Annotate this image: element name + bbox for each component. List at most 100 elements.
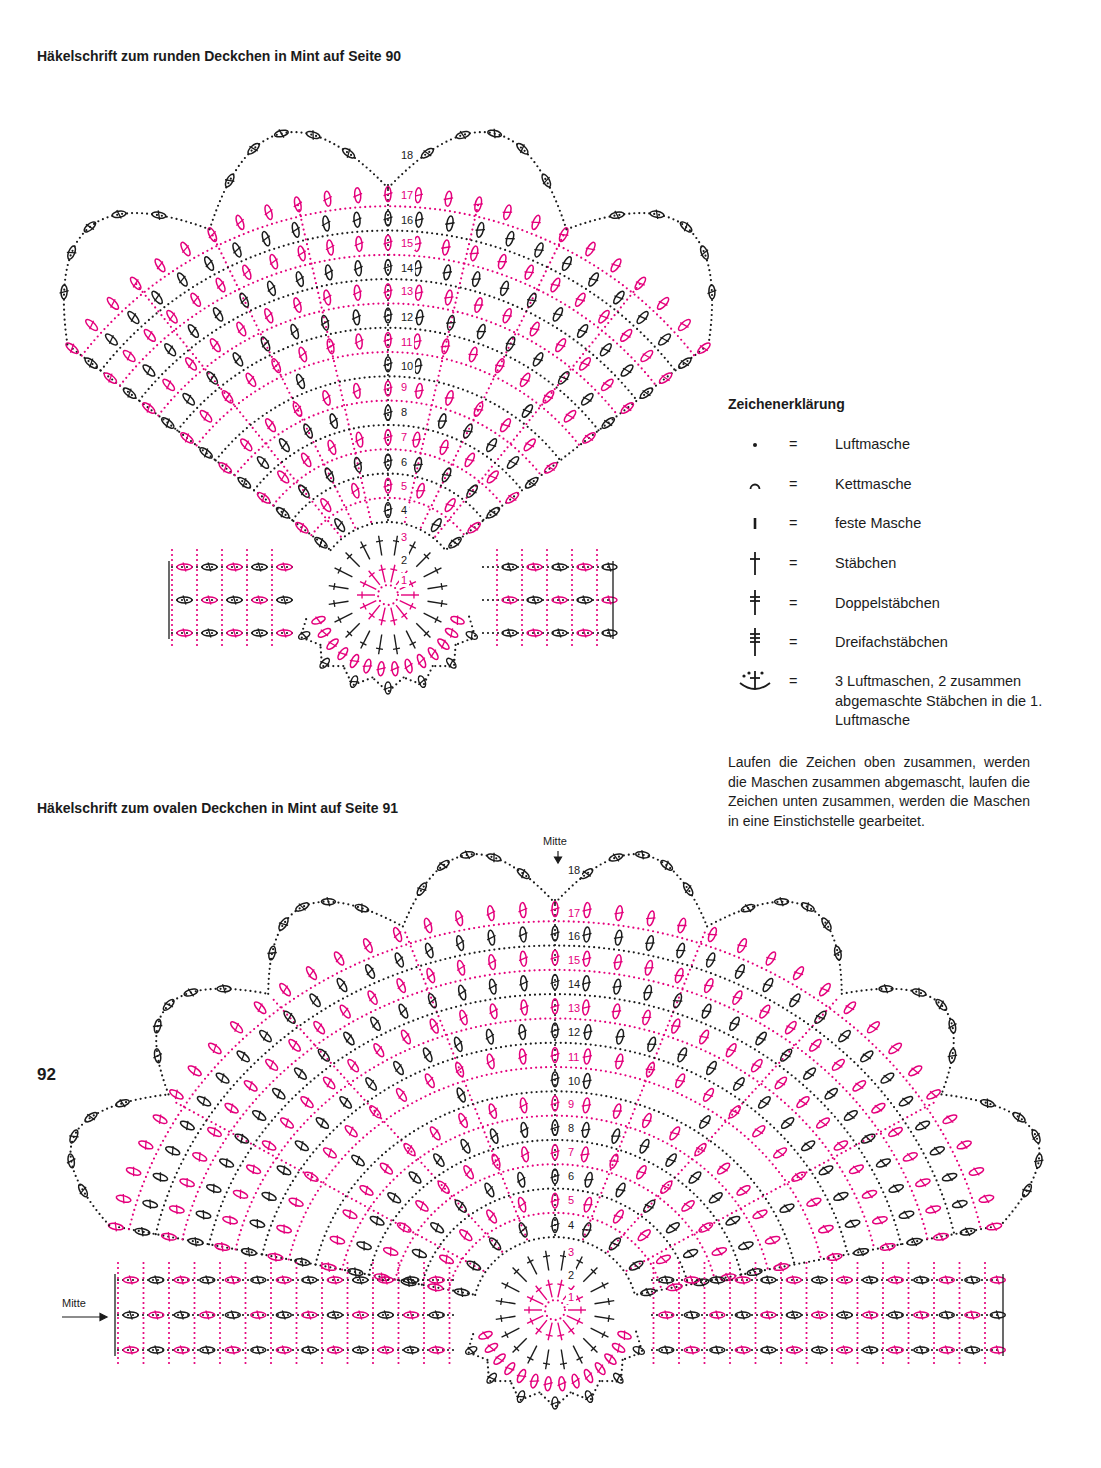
doily-fan: [59, 128, 716, 551]
cluster-bar: [441, 344, 450, 349]
cluster-stitch: [870, 1100, 887, 1116]
cluster-outline: [635, 1164, 648, 1180]
cluster-bar: [533, 356, 542, 363]
cluster-bar: [551, 1053, 560, 1056]
cluster-bar: [669, 1223, 677, 1232]
cluster-stitch: [425, 645, 441, 662]
cluster-bar: [285, 1013, 294, 1021]
cluster-bar: [246, 376, 255, 383]
cluster-stitch: [257, 1028, 274, 1045]
cluster-stitch: [382, 1245, 399, 1259]
cluster-bar: [239, 1052, 247, 1061]
cluster-outline: [725, 1042, 738, 1058]
cluster-stitch: [125, 309, 142, 326]
cluster-stitch: [354, 432, 366, 448]
cluster-bar: [145, 331, 154, 339]
cluster-outline: [207, 1041, 223, 1055]
cluster-bar: [416, 1249, 422, 1258]
cluster-bar: [853, 1165, 860, 1174]
cluster-bar: [153, 1054, 162, 1058]
cluster-bar: [551, 1078, 560, 1081]
cluster-outline: [413, 457, 422, 473]
cluster-stitch: [321, 1145, 338, 1161]
cluster-outline: [315, 1116, 330, 1130]
cluster-outline: [244, 372, 257, 388]
cluster-stitch: [347, 653, 361, 670]
cluster-outline: [526, 292, 538, 308]
cluster-stitch: [859, 1131, 876, 1146]
cluster-outline: [668, 1126, 681, 1142]
cluster-outline: [66, 245, 77, 260]
cluster-bar: [508, 493, 516, 502]
cluster-bar: [298, 352, 307, 358]
cluster-bar: [374, 1216, 381, 1225]
chain-stitches: [212, 235, 355, 528]
double-crochet: [335, 613, 353, 622]
cluster-stitch: [484, 1053, 496, 1070]
cluster-stitch: [501, 204, 514, 221]
double-crochet: [360, 601, 376, 609]
cluster-stitch: [177, 629, 192, 638]
cluster-outline: [195, 1210, 211, 1220]
cluster-bar: [930, 1090, 937, 1099]
cluster-stitch: [347, 1266, 363, 1278]
cluster-bar: [562, 260, 571, 267]
cluster-outline: [329, 413, 339, 429]
cluster-stitch: [517, 1048, 528, 1064]
cluster-stitch: [518, 927, 528, 943]
cluster-outline: [116, 1194, 132, 1204]
cluster-stitch: [518, 951, 528, 967]
cluster-bar: [411, 1173, 419, 1182]
cluster-bar: [502, 313, 511, 319]
cluster-stitch: [440, 239, 451, 255]
cluster-stitch: [539, 172, 554, 189]
cluster-outline: [394, 952, 406, 968]
cluster-stitch: [286, 1037, 303, 1054]
cluster-outline: [235, 1049, 250, 1063]
cluster-stitch: [572, 291, 588, 308]
cluster-bar: [520, 1006, 529, 1010]
cluster-outline: [702, 1087, 716, 1103]
cluster-bar: [867, 1190, 873, 1199]
cluster-bar: [273, 1252, 278, 1261]
cluster-outline: [470, 245, 479, 261]
cluster-stitch: [354, 236, 364, 252]
cluster-outline: [456, 960, 466, 976]
stitch-bar: [424, 631, 429, 636]
cluster-outline: [831, 1058, 846, 1072]
cluster-bar: [816, 1013, 825, 1021]
cluster-outline: [333, 517, 346, 533]
cluster-bar: [463, 428, 472, 435]
cluster-stitch: [582, 1048, 593, 1064]
cluster-bar: [795, 1172, 802, 1181]
cluster-outline: [587, 272, 600, 288]
chain-stitches: [372, 678, 403, 693]
cluster-stitch: [527, 629, 542, 638]
cluster-bar: [582, 908, 591, 912]
cluster-stitch: [581, 951, 591, 967]
cluster-bar: [208, 374, 217, 382]
cluster-stitch: [384, 405, 393, 420]
cluster-stitch: [686, 1169, 703, 1186]
cluster-stitch: [898, 1208, 915, 1221]
cluster-stitch: [607, 1235, 624, 1252]
cluster-outline: [680, 1199, 696, 1213]
cluster-stitch: [814, 1115, 831, 1131]
cluster-bar: [293, 1197, 299, 1206]
cluster-bar: [559, 231, 568, 238]
cluster-bar: [384, 290, 393, 293]
cluster-bar: [551, 981, 560, 984]
cluster-stitch: [614, 1028, 626, 1045]
cluster-stitch: [978, 1193, 995, 1205]
cluster-stitch: [437, 439, 451, 456]
cluster-stitch: [519, 1000, 529, 1016]
cluster-outline: [429, 1126, 442, 1142]
stitch-bar: [338, 617, 341, 623]
cluster-bar: [428, 998, 437, 1004]
double-treble-symbol: [750, 628, 760, 656]
cluster-bar: [643, 990, 652, 995]
cluster-bar: [384, 509, 393, 512]
cluster-outline: [639, 349, 654, 364]
cluster-stitch: [799, 1138, 816, 1154]
cluster-outline: [297, 630, 310, 641]
